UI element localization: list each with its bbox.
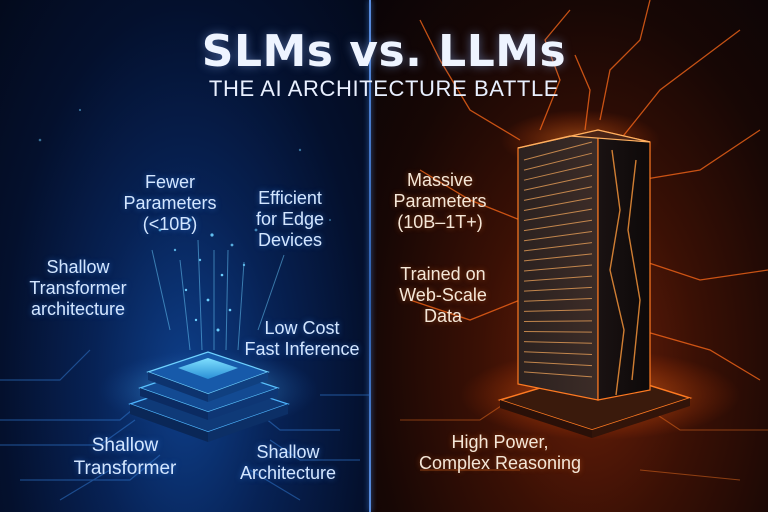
rack-unit-line (523, 219, 593, 232)
rack-unit-line (523, 351, 593, 355)
label-fewer-parameters: Fewer Parameters (<10B) (123, 172, 217, 234)
data-streams-icon (151, 239, 285, 351)
rack-unit-line (523, 163, 593, 181)
page-subtitle: THE AI ARCHITECTURE BATTLE (208, 76, 560, 101)
label-shallow-transformer-architecture: Shallow Transformer architecture (29, 257, 127, 319)
rack-unit-line (523, 286, 593, 292)
label-massive-parameters: Massive Parameters (10B–1T+) (393, 170, 487, 232)
label-shallow-transformer: Shallow Transformer (73, 435, 177, 479)
label-efficient-edge: Efficient for Edge Devices (255, 188, 325, 250)
rack-unit-line (523, 298, 593, 302)
center-divider (369, 0, 371, 512)
rack-unit-line (523, 230, 593, 242)
rack-unit-line (523, 152, 593, 171)
rack-unit-line (523, 275, 593, 282)
small-chip-icon (128, 351, 290, 442)
rack-unit-line (523, 175, 593, 191)
rack-unit-line (523, 371, 593, 378)
label-high-power: High Power, Complex Reasoning (418, 432, 582, 473)
rack-unit-line (523, 197, 593, 211)
page-title: SLMs vs. LLMs (201, 26, 567, 77)
rack-unit-line (523, 253, 593, 262)
rack-unit-line (523, 242, 593, 252)
rack-unit-line (523, 331, 593, 333)
rack-unit-line (523, 186, 593, 201)
rack-unit-line (523, 264, 593, 272)
particle-stream-icon (38, 108, 332, 332)
rack-unit-line (523, 320, 593, 322)
energy-veins-icon (409, 0, 768, 381)
rack-unit-line (523, 208, 593, 222)
label-trained-web-scale: Trained on Web-Scale Data (399, 264, 487, 326)
rack-unit-line (523, 361, 593, 367)
label-shallow-architecture: Shallow Architecture (239, 442, 337, 483)
rack-unit-line (523, 341, 593, 344)
label-low-cost: Low Cost Fast Inference (244, 318, 360, 359)
rack-unit-line (523, 141, 593, 161)
rack-unit-line (523, 309, 593, 312)
